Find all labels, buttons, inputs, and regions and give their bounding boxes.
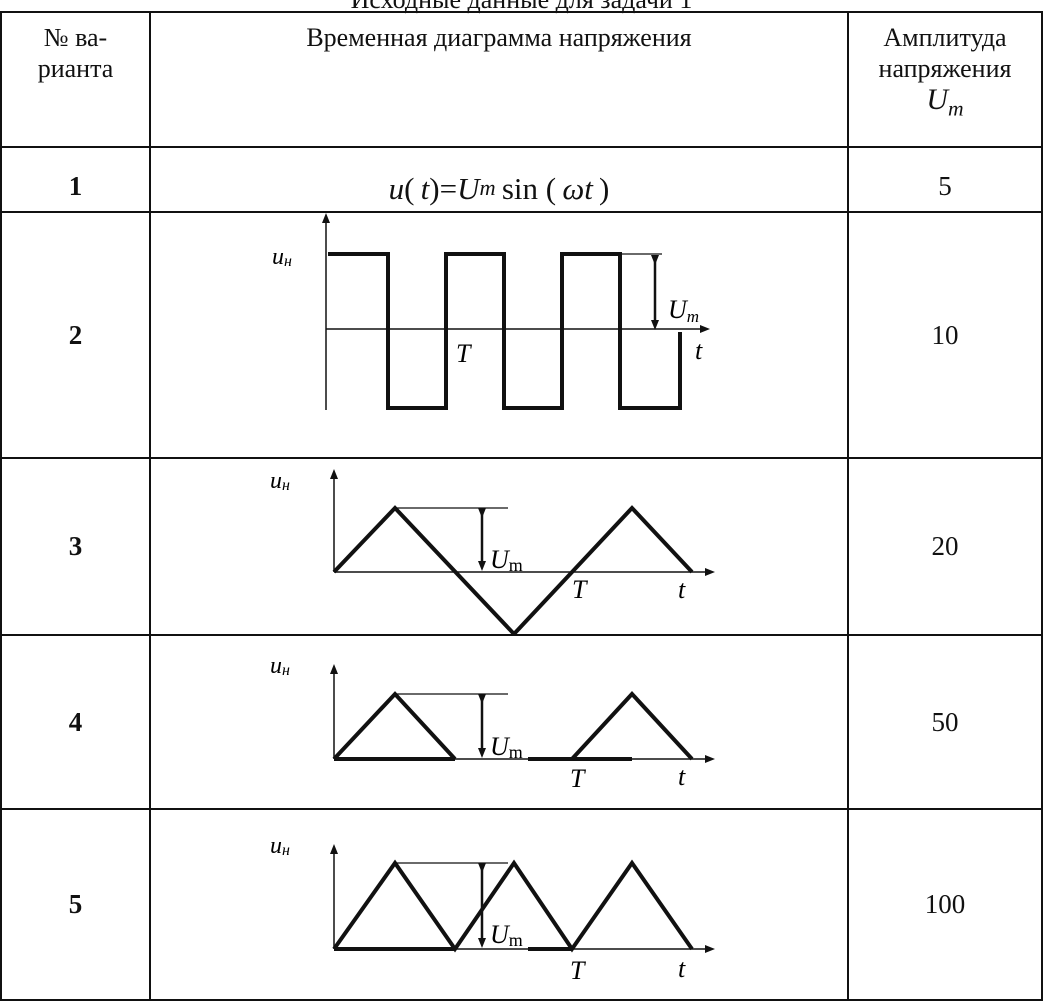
row5-amplitude-label: Um <box>490 920 523 950</box>
row2-y-label: uн <box>272 244 292 270</box>
row4-amplitude-label: Um <box>490 732 523 762</box>
row1-number: 1 <box>68 170 83 201</box>
row2-t-label: t <box>695 336 703 365</box>
header-variant: № ва- рианта <box>1 14 150 147</box>
row3-y-label: uн <box>270 468 290 494</box>
header-diagram: Временная диаграмма напряжения <box>306 23 692 52</box>
header-amp-symbol: Um <box>926 83 964 121</box>
header-amp-line1: Амплитуда <box>883 23 1007 52</box>
row4-y-label: uн <box>270 653 290 679</box>
row5-y-label: uн <box>270 833 290 859</box>
row3-amplitude-label: Um <box>490 545 523 575</box>
row2-square-wave-diagram: uн Um T t <box>272 213 710 410</box>
row4-pulse-triangle-diagram: uн Um T t <box>270 653 715 793</box>
row4-number: 4 <box>68 706 83 737</box>
row3-t-label: t <box>678 575 686 604</box>
row5-t-label: t <box>678 954 686 983</box>
row5-sawtooth-diagram: uн Um T t <box>270 833 715 985</box>
header-amplitude: Амплитуда напряжения Um <box>848 14 1042 147</box>
row5-period-label: T <box>570 956 586 985</box>
row3-triangle-wave-diagram: uн Um T t <box>270 468 715 635</box>
row2-amplitude: 10 <box>931 319 959 350</box>
header-variant-line1: № ва- <box>43 23 108 52</box>
row3-number: 3 <box>68 531 83 562</box>
row4-waveform-pulse-1 <box>332 691 457 761</box>
row4-t-label: t <box>678 762 686 791</box>
row4-waveform-pulse-2 <box>570 691 694 761</box>
row2-waveform <box>328 252 682 410</box>
row3-period-label: T <box>572 575 588 604</box>
row5-amplitude: 100 <box>924 889 966 920</box>
row5-number: 5 <box>68 889 83 920</box>
row4-period-label: T <box>570 764 586 793</box>
row3-amplitude: 20 <box>931 531 959 562</box>
row2-amplitude-label: Um <box>668 295 699 326</box>
row2-period-label: T <box>456 339 472 368</box>
row1-amplitude: 5 <box>938 170 952 201</box>
header-amp-line2: напряжения <box>878 54 1012 83</box>
row3-waveform <box>332 505 694 635</box>
header-variant-line2: рианта <box>37 54 114 83</box>
row4-amplitude: 50 <box>931 706 959 737</box>
row2-number: 2 <box>68 319 83 350</box>
table-title: Исходные данные для задачи 1 <box>0 0 1043 13</box>
